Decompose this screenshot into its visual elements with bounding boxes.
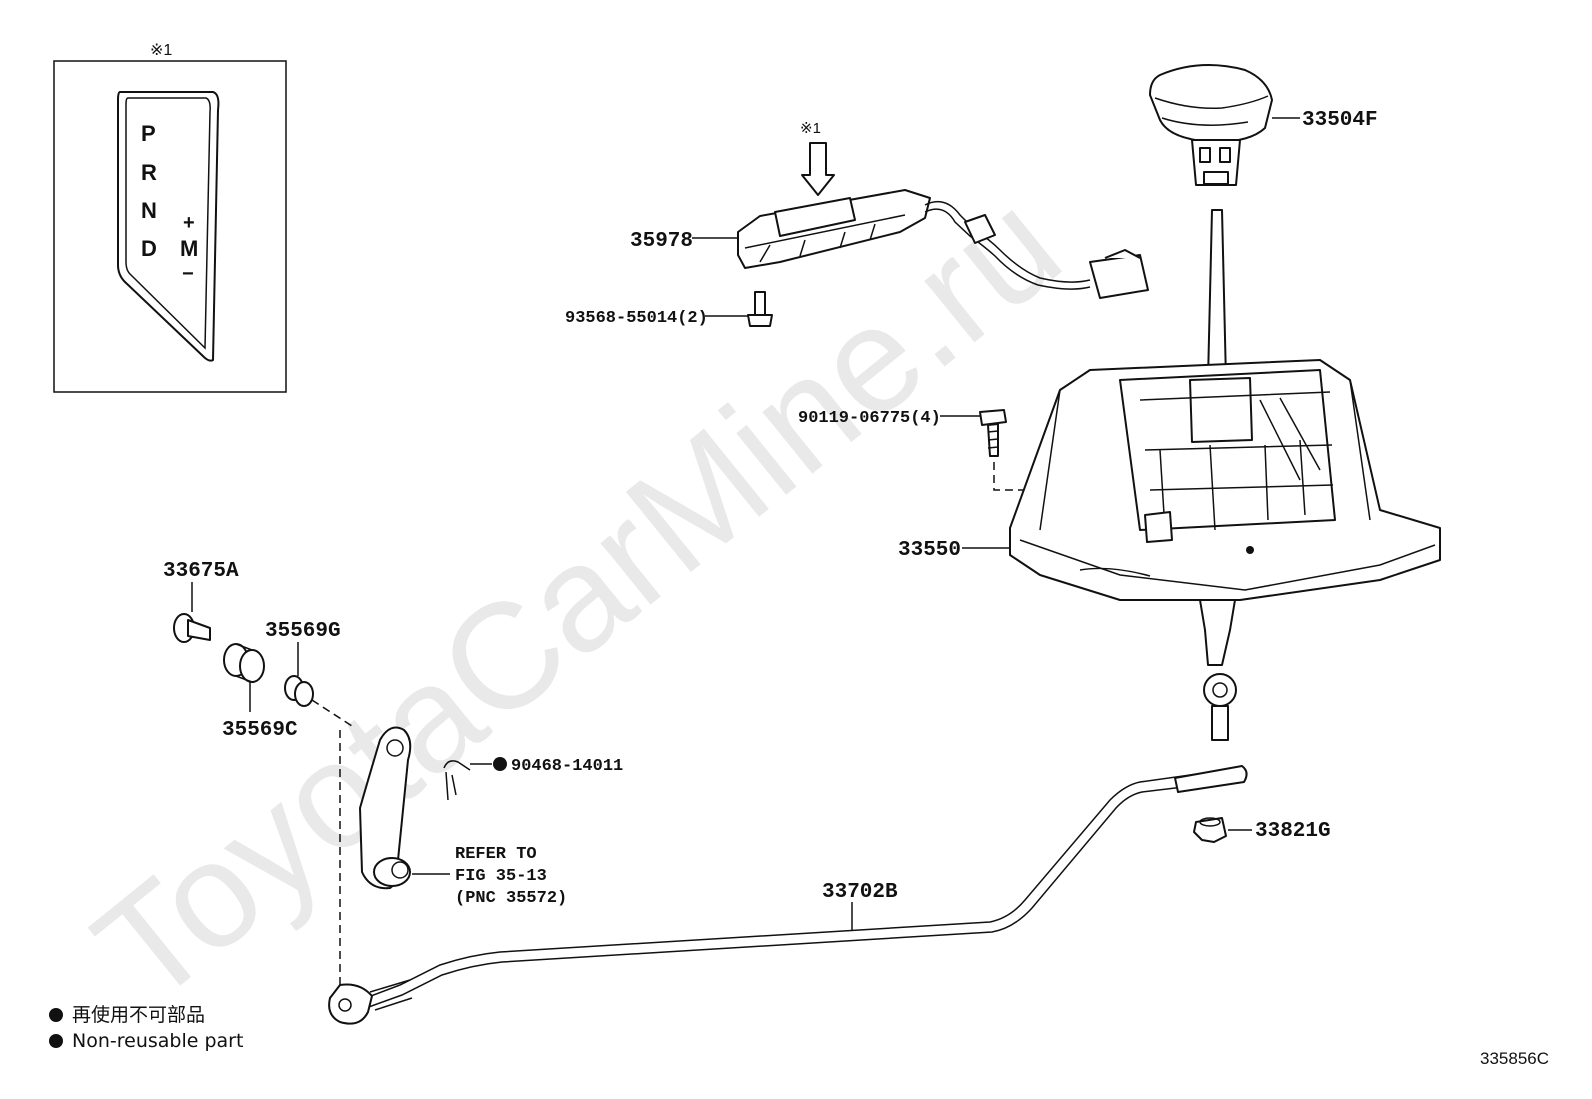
gate-letter-m: M bbox=[180, 236, 198, 261]
label-33504f: 33504F bbox=[1302, 109, 1378, 132]
label-33675a: 33675A bbox=[163, 560, 239, 583]
gate-letter-n: N bbox=[141, 198, 157, 223]
inset-note-mark: ※1 bbox=[150, 42, 172, 59]
position-switch-assembly: ※1 bbox=[737, 120, 1149, 299]
gate-letter-p: P bbox=[141, 121, 156, 146]
gate-minus: − bbox=[182, 263, 194, 285]
bolt-90119 bbox=[979, 409, 1007, 457]
shift-indicator-panel bbox=[117, 91, 220, 362]
pin-33675a bbox=[173, 613, 211, 643]
label-90119: 90119-06775(4) bbox=[798, 409, 941, 428]
bushing-35569c bbox=[223, 643, 265, 683]
gate-plus: + bbox=[183, 212, 195, 234]
nut-33821g bbox=[1193, 817, 1227, 843]
clip-90468 bbox=[443, 760, 471, 801]
control-rod-33702b bbox=[328, 765, 1248, 1025]
label-35569g: 35569G bbox=[265, 620, 341, 643]
label-33550: 33550 bbox=[898, 539, 961, 562]
refer-line-3: (PNC 35572) bbox=[455, 889, 567, 908]
label-33702b: 33702B bbox=[822, 881, 898, 904]
label-93568: 93568-55014(2) bbox=[565, 309, 708, 328]
legend-jp: 再使用不可部品 bbox=[72, 1004, 205, 1026]
label-33821g: 33821G bbox=[1255, 820, 1331, 843]
down-arrow-icon bbox=[801, 142, 835, 196]
screw-93568 bbox=[747, 291, 773, 327]
refer-line-1: REFER TO bbox=[455, 845, 537, 864]
gate-letter-d: D bbox=[141, 236, 157, 261]
shift-knob bbox=[1149, 64, 1273, 186]
collar-35569g bbox=[284, 675, 314, 707]
watermark: ToyotaCarMine.ru bbox=[64, 159, 1090, 1035]
gate-letter-r: R bbox=[141, 160, 157, 185]
shift-lever-assembly bbox=[1009, 209, 1441, 741]
label-35569c: 35569C bbox=[222, 719, 298, 742]
label-35978: 35978 bbox=[630, 230, 693, 253]
inset-frame bbox=[53, 60, 287, 393]
legend: 再使用不可部品 Non-reusable part bbox=[49, 1004, 243, 1052]
legend-bullet-jp bbox=[49, 1008, 63, 1022]
arrow-note-mark: ※1 bbox=[800, 120, 821, 137]
lever-arm bbox=[359, 726, 412, 890]
legend-bullet-en bbox=[49, 1034, 63, 1048]
legend-en: Non-reusable part bbox=[72, 1030, 243, 1052]
non-reusable-mark bbox=[493, 757, 507, 771]
label-90468: 90468-14011 bbox=[511, 757, 623, 776]
inset-shift-indicator: ※1 P R N D + M − bbox=[53, 42, 287, 393]
refer-line-2: FIG 35-13 bbox=[455, 867, 547, 886]
figure-code: 335856C bbox=[1480, 1049, 1549, 1068]
